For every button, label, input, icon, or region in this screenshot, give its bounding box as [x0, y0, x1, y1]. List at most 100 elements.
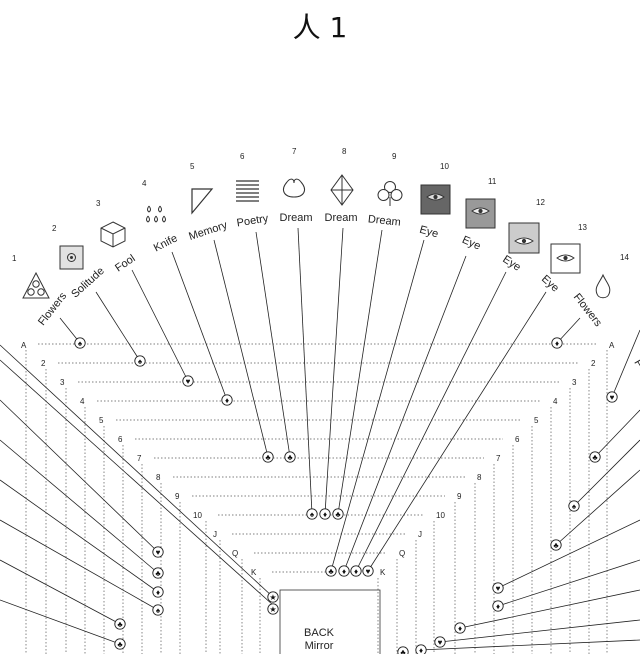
row-label-left-6: 6	[118, 435, 123, 444]
row-frame	[122, 438, 514, 654]
svg-text:♣: ♣	[335, 510, 341, 519]
svg-text:♠: ♠	[310, 510, 315, 519]
svg-text:♥: ♥	[496, 584, 501, 593]
svg-text:♦: ♦	[496, 602, 500, 611]
row-label-right-7: 7	[496, 454, 501, 463]
row-label-left-10: 10	[193, 511, 202, 520]
row-label-left-11: J	[213, 530, 217, 539]
svg-text:♣: ♣	[553, 541, 559, 550]
kite-icon	[330, 174, 354, 206]
connector-line	[556, 317, 581, 344]
row-frames	[25, 343, 608, 654]
connector-line	[337, 229, 383, 515]
connector-line	[497, 559, 640, 607]
column-number-1: 1	[12, 254, 17, 263]
edge-label-right: F	[631, 358, 640, 370]
svg-text:♣: ♣	[592, 453, 598, 462]
suit-node: ★	[267, 591, 279, 603]
column-number-7: 7	[292, 147, 297, 156]
row-label-left-3: 3	[60, 378, 65, 387]
suit-node: ♦	[492, 600, 504, 612]
suit-node: ♦	[454, 622, 466, 634]
eye-white-square-icon	[550, 243, 581, 274]
column-label-4: Knife	[152, 232, 180, 254]
connector-line	[255, 231, 291, 458]
row-frame	[65, 381, 571, 654]
row-frame	[259, 571, 379, 654]
svg-text:♣: ♣	[155, 569, 161, 578]
svg-text:♥: ♥	[186, 377, 191, 386]
connector-line	[439, 619, 640, 643]
suit-node: ♣	[152, 567, 164, 579]
column-label-9: Dream	[367, 213, 401, 228]
suit-node: ♥	[182, 375, 194, 387]
row-label-left-4: 4	[80, 397, 85, 406]
column-number-9: 9	[392, 152, 397, 161]
row-label-right-2: 2	[591, 359, 596, 368]
svg-text:♣: ♣	[265, 453, 271, 462]
suit-node: ♥	[492, 582, 504, 594]
center-label: BACK	[304, 627, 335, 639]
suit-node: ♣	[114, 618, 126, 630]
suit-node: ♦	[319, 508, 331, 520]
column-label-5: Memory	[187, 219, 229, 243]
eye-dark-square-icon	[420, 184, 451, 215]
svg-text:♣: ♣	[400, 648, 406, 654]
svg-text:♥: ♥	[156, 548, 161, 557]
column-number-5: 5	[190, 162, 195, 171]
page-title: 人 1	[292, 11, 348, 44]
svg-text:♦: ♦	[323, 510, 327, 519]
suit-node: ♥	[152, 546, 164, 558]
suit-node: ♣	[325, 565, 337, 577]
row-label-left-5: 5	[99, 416, 104, 425]
row-label-left-7: 7	[137, 454, 142, 463]
svg-text:♣: ♣	[117, 640, 123, 649]
svg-text:♦: ♦	[555, 339, 559, 348]
column-label-2: Solitude	[69, 265, 107, 301]
svg-text:♣: ♣	[287, 453, 293, 462]
connector-line	[330, 239, 425, 572]
column-label-7: Dream	[279, 212, 312, 224]
suit-node: ♦	[551, 337, 563, 349]
connector-line	[0, 439, 159, 574]
column-number-13: 13	[578, 223, 587, 232]
suit-node: ♠	[74, 337, 86, 349]
row-frame	[25, 343, 608, 654]
svg-text:♥: ♥	[366, 567, 371, 576]
eye-light-square-icon	[508, 222, 540, 254]
suit-node: ♣	[332, 508, 344, 520]
connector-line	[0, 559, 121, 625]
row-label-left-8: 8	[156, 473, 161, 482]
svg-text:♣: ♣	[117, 620, 123, 629]
column-number-6: 6	[240, 152, 245, 161]
connector-line	[555, 469, 640, 546]
row-label-right-13: K	[380, 568, 386, 577]
square-dot-icon	[59, 245, 84, 270]
column-number-3: 3	[96, 199, 101, 208]
suit-node: ♦	[152, 586, 164, 598]
suit-node: ♥	[362, 565, 374, 577]
suit-node: ♣	[397, 646, 409, 654]
svg-text:♥: ♥	[438, 638, 443, 647]
connector-line	[497, 519, 640, 589]
connector-line	[419, 639, 640, 651]
column-number-14: 14	[620, 253, 629, 262]
triangle-circles-icon	[22, 271, 50, 299]
club-outline-icon	[377, 181, 403, 206]
svg-text:♠: ♠	[156, 606, 161, 615]
connector-line	[0, 344, 274, 598]
row-label-left-2: 2	[41, 359, 46, 368]
column-number-8: 8	[342, 147, 347, 156]
svg-text:♠: ♠	[572, 502, 577, 511]
center-box	[279, 589, 381, 654]
column-number-11: 11	[488, 177, 497, 186]
row-label-right-3: 3	[572, 378, 577, 387]
row-frame	[45, 362, 590, 654]
row-frame	[241, 552, 398, 654]
edge-label-left: F	[0, 351, 4, 363]
column-label-8: Dream	[324, 212, 357, 224]
connector-line	[297, 227, 313, 515]
suit-node: ♠	[152, 604, 164, 616]
connector-line	[611, 329, 640, 398]
